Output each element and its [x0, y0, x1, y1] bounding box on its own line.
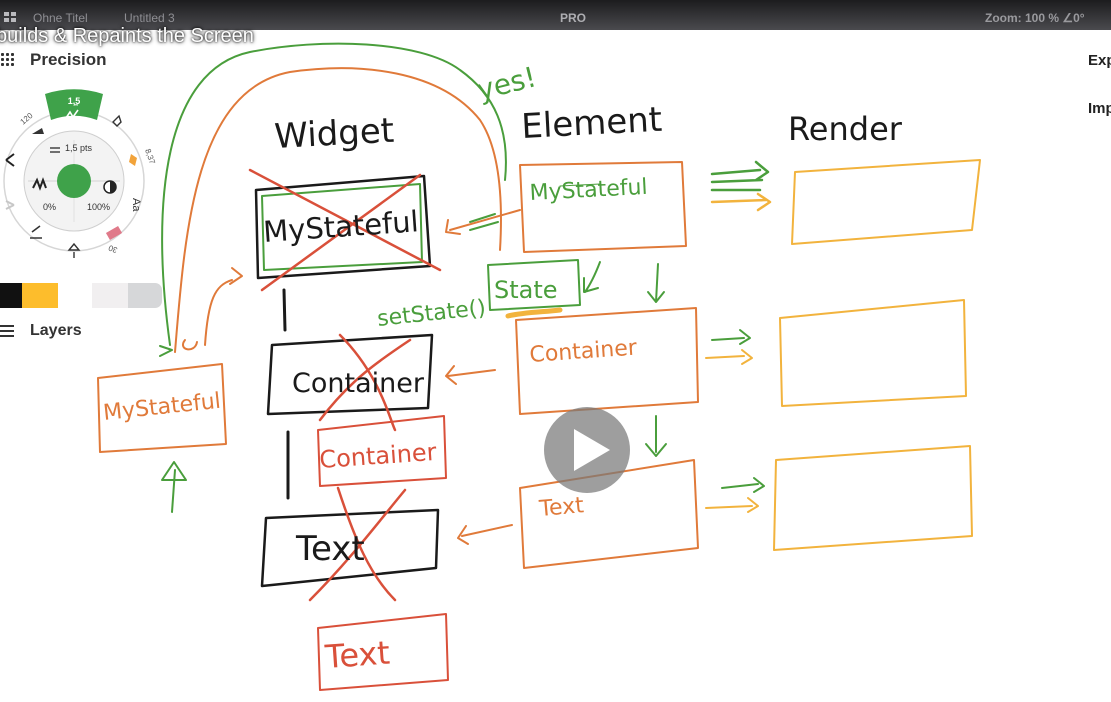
current-color-swatch[interactable]	[57, 164, 91, 198]
text-tool-label[interactable]: Aa	[130, 198, 142, 212]
play-button[interactable]	[544, 407, 630, 493]
layers-icon	[0, 325, 16, 337]
new-widget-label-container: Container	[318, 438, 437, 474]
opacity-max-label: 100%	[87, 202, 110, 212]
marker-tool-icon[interactable]	[129, 154, 137, 166]
precision-dots-icon	[0, 53, 16, 67]
header-widget: Widget	[273, 111, 395, 157]
pen-stroke-icon	[65, 109, 79, 119]
whiteboard-canvas[interactable]: Widget Element Render yes! setState() My…	[0, 30, 1111, 702]
new-widget-label-mystateful: MyStateful	[102, 389, 222, 426]
annotation-setstate: setState()	[376, 296, 487, 332]
tab-ohne-titel[interactable]: Ohne Titel	[33, 11, 88, 25]
tab-untitled-3[interactable]: Untitled 3	[124, 11, 175, 25]
element-label-mystateful: MyStateful	[529, 175, 648, 206]
play-icon	[574, 429, 610, 471]
eraser-tool-icon[interactable]	[105, 226, 123, 240]
undo-icon[interactable]	[5, 153, 15, 167]
brush-size-top-value: 1,5	[68, 96, 81, 106]
widget-label-container: Container	[292, 368, 425, 399]
color-swatch-gray[interactable]	[128, 283, 162, 308]
widget-label-mystateful: MyStateful	[262, 204, 420, 249]
app-top-bar: Ohne Titel Untitled 3 PRO Zoom: 100 % ∠0…	[0, 0, 1111, 30]
cursor-tool-icon[interactable]	[112, 114, 122, 127]
redo-icon[interactable]	[5, 200, 15, 210]
app-grid-icon[interactable]	[4, 12, 18, 24]
layers-label: Layers	[30, 322, 82, 339]
color-swatch-light[interactable]	[92, 283, 128, 308]
color-swatch-black[interactable]	[0, 283, 22, 308]
pencil-tool-icon[interactable]	[30, 225, 42, 239]
widget-label-text: Text	[295, 529, 365, 569]
header-element: Element	[520, 100, 663, 147]
brush-size-label: 1,5 pts	[65, 143, 93, 153]
side-value-bottom: 30	[107, 243, 119, 255]
precision-label: Precision	[30, 50, 107, 69]
element-label-state: State	[494, 276, 558, 304]
stroke-weight-icon	[50, 147, 60, 153]
header-render: Render	[788, 110, 903, 148]
color-swatch-yellow[interactable]	[22, 283, 58, 308]
zoom-readout[interactable]: Zoom: 100 % ∠0°	[985, 11, 1085, 25]
new-widget-label-text: Text	[323, 634, 391, 676]
export-button[interactable]: Exp	[1088, 52, 1111, 69]
feather-icon[interactable]	[32, 128, 44, 134]
opacity-min-label: 0%	[43, 202, 56, 212]
element-label-text: Text	[537, 493, 585, 522]
pressure-icon[interactable]	[32, 177, 47, 191]
fill-tool-icon[interactable]	[67, 242, 81, 258]
element-label-container: Container	[529, 335, 639, 368]
import-button[interactable]: Imp	[1088, 100, 1111, 117]
video-title: builds & Repaints the Screen	[0, 25, 254, 47]
pro-badge: PRO	[560, 11, 587, 25]
annotation-yes: yes!	[474, 60, 540, 106]
